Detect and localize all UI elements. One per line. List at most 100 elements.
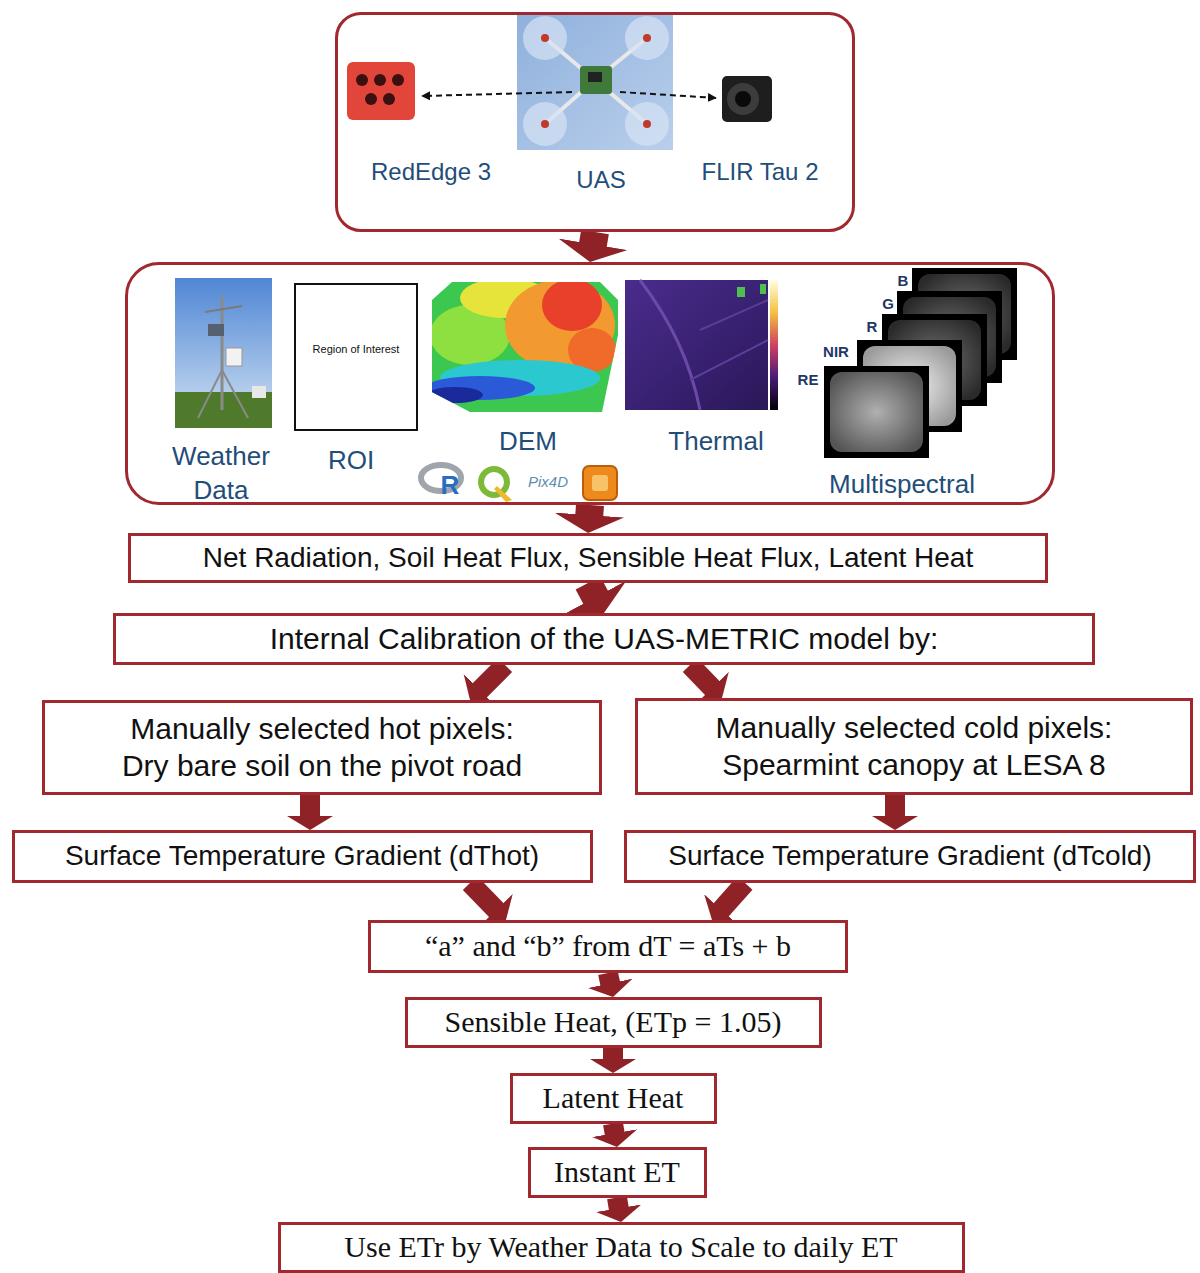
box-text: Net Radiation, Soil Heat Flux, Sensible … bbox=[203, 541, 973, 575]
multispectral-stack bbox=[824, 268, 1017, 458]
roi-box: Region of Interest bbox=[294, 283, 418, 431]
flow-arrow bbox=[593, 232, 595, 245]
thermal-colorbar bbox=[770, 280, 778, 410]
flow-arrow bbox=[588, 583, 596, 598]
sensor-label: RedEdge 3 bbox=[371, 156, 491, 187]
uas-motor bbox=[541, 34, 549, 42]
box-text: Manually selected hot pixels: bbox=[130, 711, 514, 748]
thermal-frame bbox=[625, 280, 768, 410]
app-logo bbox=[583, 466, 617, 500]
camera-lens bbox=[365, 93, 377, 105]
uas-rotor bbox=[625, 102, 669, 146]
weather-station-photo bbox=[175, 278, 272, 428]
sensor-label: FLIR Tau 2 bbox=[702, 156, 819, 187]
sky bbox=[175, 278, 272, 428]
uas-rotor bbox=[625, 16, 669, 60]
thermal-stripe bbox=[690, 340, 768, 380]
flow-arrow bbox=[300, 795, 320, 817]
solar-panel bbox=[208, 324, 224, 336]
camera-body bbox=[347, 62, 415, 120]
thermal-stripe bbox=[640, 280, 700, 410]
leader-arrow bbox=[422, 92, 572, 96]
flow-arrow bbox=[603, 1048, 623, 1060]
leader-arrow bbox=[620, 92, 716, 98]
input-label: DEM bbox=[499, 425, 557, 459]
process-box: Surface Temperature Gradient (dTcold) bbox=[624, 830, 1196, 883]
camera-lens bbox=[727, 83, 759, 115]
band-label: R bbox=[867, 319, 878, 336]
camera-lens bbox=[392, 74, 404, 86]
uas-photo-ground bbox=[517, 12, 673, 150]
app-logo-tile bbox=[583, 466, 617, 500]
station-leg bbox=[198, 370, 222, 418]
band-label: B bbox=[898, 273, 909, 290]
flow-arrow bbox=[885, 795, 905, 817]
input-label: Thermal bbox=[668, 425, 763, 459]
band-image bbox=[830, 372, 923, 452]
flow-arrow bbox=[479, 665, 505, 691]
band-label: NIR bbox=[823, 344, 849, 361]
box-text: Surface Temperature Gradient (dTcold) bbox=[668, 839, 1152, 873]
process-box: Sensible Heat, (ETp = 1.05) bbox=[405, 997, 822, 1048]
station-leg bbox=[222, 370, 248, 418]
box-text: Spearmint canopy at LESA 8 bbox=[722, 747, 1106, 784]
roi-text: Region of Interest bbox=[296, 343, 416, 355]
app-logo-mark bbox=[592, 475, 608, 491]
flow-arrow bbox=[470, 883, 497, 911]
thermal-stripe bbox=[700, 300, 768, 330]
box-text: Surface Temperature Gradient (dThot) bbox=[65, 839, 539, 873]
logger-box bbox=[226, 348, 242, 366]
band-label: G bbox=[882, 296, 894, 313]
box-text: Sensible Heat, (ETp = 1.05) bbox=[445, 1004, 782, 1041]
equation-box: “a” and “b” from dT = aTs + b bbox=[368, 920, 848, 973]
flow-arrow bbox=[575, 505, 604, 516]
band-frame bbox=[824, 366, 929, 458]
process-box: Instant ET bbox=[528, 1147, 707, 1198]
uas-motor bbox=[643, 34, 651, 42]
camera-lens bbox=[356, 74, 368, 86]
thermal-image bbox=[625, 280, 778, 410]
dem-zone bbox=[542, 279, 602, 331]
input-label: ROI bbox=[328, 444, 374, 478]
qgis-ring bbox=[481, 469, 507, 495]
box-text: Latent Heat bbox=[543, 1080, 684, 1117]
input-label: Weather Data bbox=[165, 440, 277, 508]
uas-rotor bbox=[523, 16, 567, 60]
input-label: Multispectral bbox=[829, 468, 975, 502]
qgis-logo bbox=[481, 469, 512, 502]
uas-rotor bbox=[523, 102, 567, 146]
box-text: Instant ET bbox=[554, 1154, 680, 1191]
station-arm bbox=[205, 306, 242, 312]
box-text: Internal Calibration of the UAS-METRIC m… bbox=[270, 621, 939, 658]
sensor-box bbox=[252, 386, 266, 398]
box-text: “a” and “b” from dT = aTs + b bbox=[425, 928, 791, 965]
cold-pixel-box: Manually selected cold pixels:Spearmint … bbox=[635, 698, 1193, 795]
camera-lens bbox=[374, 74, 386, 86]
process-box: Surface Temperature Gradient (dThot) bbox=[12, 830, 593, 883]
box-text: Manually selected cold pixels: bbox=[716, 710, 1113, 747]
uas-board bbox=[580, 66, 612, 94]
dem-zone bbox=[427, 387, 483, 403]
flow-arrow bbox=[690, 665, 713, 689]
platform-label: UAS bbox=[576, 164, 625, 195]
camera-lens bbox=[735, 91, 751, 107]
flow-arrow bbox=[617, 1198, 619, 1210]
uas-chip bbox=[588, 72, 602, 82]
flir-camera bbox=[722, 76, 772, 122]
flow-arrow bbox=[613, 1124, 615, 1135]
process-box: Internal Calibration of the UAS-METRIC m… bbox=[113, 613, 1095, 665]
process-box: Use ETr by Weather Data to Scale to dail… bbox=[278, 1222, 965, 1273]
uas-motor bbox=[643, 120, 651, 128]
box-text: Dry bare soil on the pivot road bbox=[122, 748, 522, 785]
thermal-target bbox=[760, 284, 766, 294]
uas-motor bbox=[541, 120, 549, 128]
software-logo-text: R bbox=[441, 471, 460, 500]
flow-arrow bbox=[608, 973, 610, 984]
hot-pixel-box: Manually selected hot pixels:Dry bare so… bbox=[42, 700, 602, 795]
qgis-tail bbox=[494, 486, 512, 502]
box-text: Use ETr by Weather Data to Scale to dail… bbox=[344, 1229, 897, 1266]
camera-body bbox=[722, 76, 772, 122]
process-box: Net Radiation, Soil Heat Flux, Sensible … bbox=[128, 533, 1048, 583]
thermal-target bbox=[737, 287, 745, 297]
